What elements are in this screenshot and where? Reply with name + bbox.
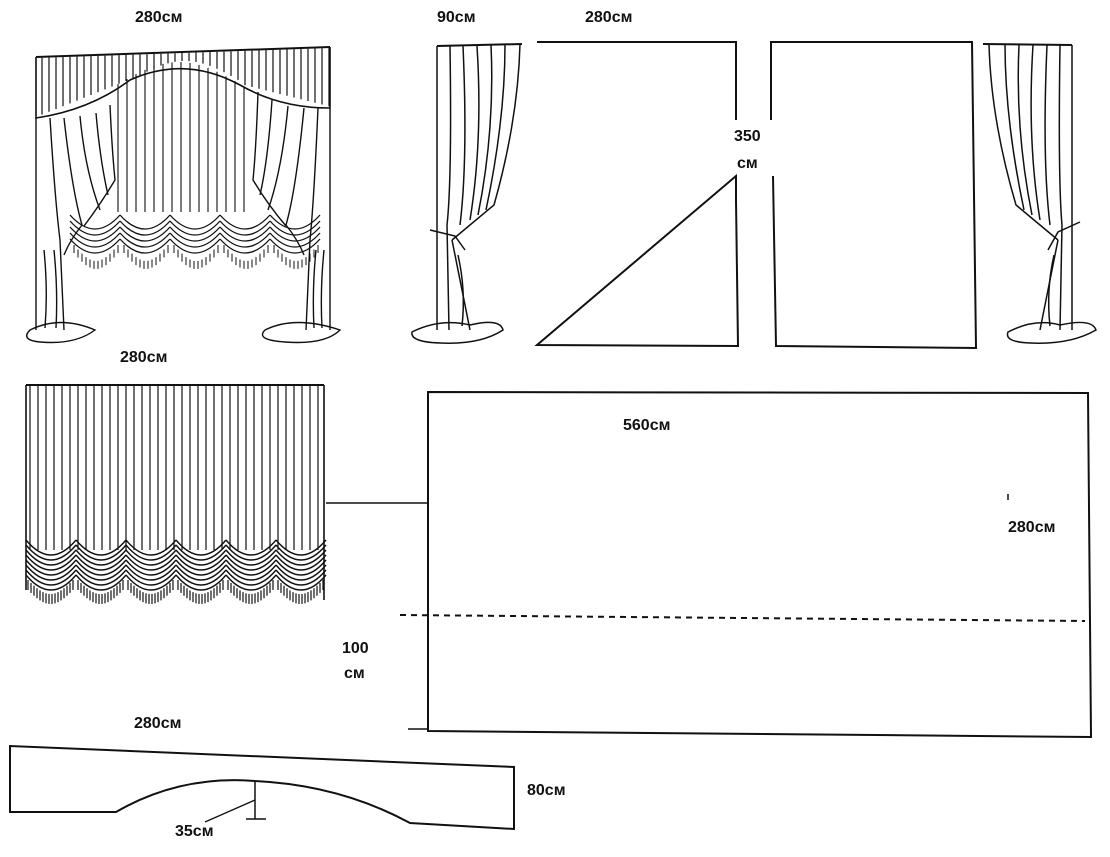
blind-festoons	[25, 539, 327, 604]
curtain-width-label: 280см	[135, 9, 182, 26]
valance-template	[9, 744, 515, 831]
panel-pair-width-label: 280см	[585, 9, 632, 26]
valance-width-label: 280см	[134, 715, 181, 732]
fold-line	[399, 614, 1086, 622]
sheer-pleats	[117, 62, 245, 212]
valance-height-label: 80см	[527, 782, 566, 799]
right-fabric-panel	[770, 41, 978, 350]
fabric-width-label: 560см	[623, 417, 670, 434]
arch-depth-leader	[204, 799, 256, 823]
panel-height-value-label: 350	[734, 128, 761, 145]
blind-width-label: 280см	[120, 349, 167, 366]
right-drape	[252, 91, 342, 344]
side-panel-width-label: 90см	[437, 9, 476, 26]
blind-pleats	[25, 385, 325, 600]
left-drape	[26, 104, 116, 344]
austrian-blind-illustration	[25, 384, 327, 604]
assembled-curtain-illustration	[26, 46, 342, 344]
right-side-drape-illustration	[982, 43, 1097, 344]
center-festoons	[69, 214, 321, 269]
fold-height-unit-label: см	[344, 665, 365, 682]
panel-height-unit-label: см	[737, 155, 758, 172]
left-side-drape-illustration	[411, 43, 523, 344]
arch-depth-label: 35см	[175, 823, 214, 840]
fold-height-value-label: 100	[342, 640, 369, 657]
valance-pleats	[41, 48, 330, 115]
flat-fabric-rectangle	[399, 390, 1093, 739]
left-fabric-panel	[534, 41, 740, 348]
fabric-height-label: 280см	[1008, 519, 1055, 536]
